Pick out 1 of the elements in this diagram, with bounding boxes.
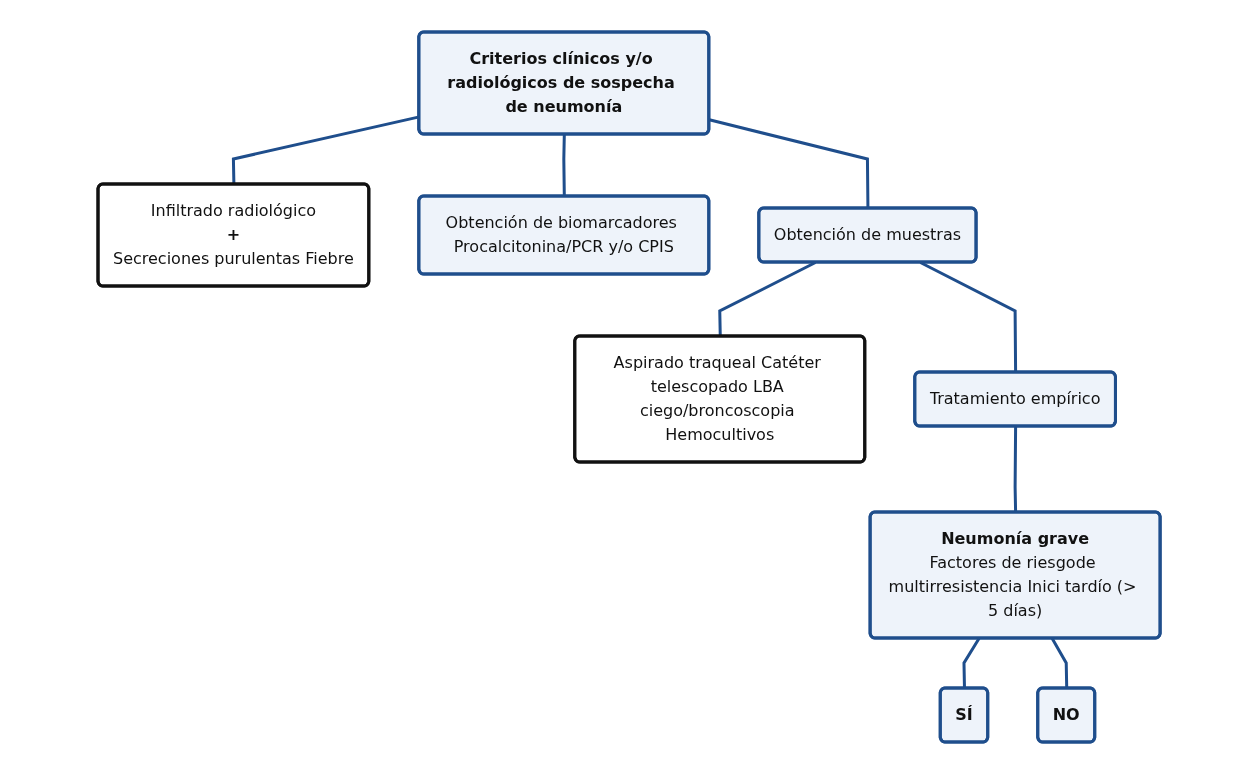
connector [709, 117, 870, 208]
